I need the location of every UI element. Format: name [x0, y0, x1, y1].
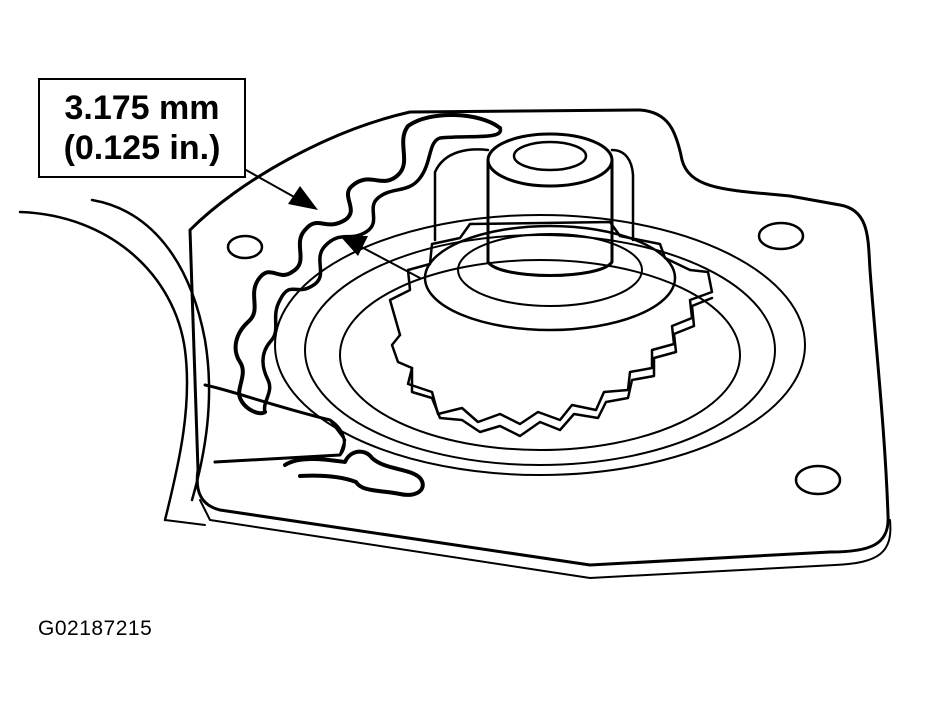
callout-metric: 3.175 mm — [64, 89, 220, 127]
seal-ring-inner — [339, 259, 741, 451]
dimension-callout: 3.175 mm (0.125 in.) — [38, 78, 246, 178]
gear-front-face — [390, 268, 714, 426]
cover-plate-left-edge — [164, 519, 206, 526]
shaft-body — [486, 158, 614, 277]
arrow-icon — [340, 236, 368, 256]
arrow-icon — [288, 186, 318, 210]
gear-back-teeth — [388, 220, 692, 337]
gear-hub-ring-inner — [457, 233, 643, 307]
sealant-bead-outer — [233, 112, 502, 416]
seal-ring-middle — [304, 234, 776, 466]
sealant-bead-inner — [261, 126, 502, 414]
sealant-applicator-tip — [328, 418, 347, 457]
bolt-hole-right-bottom — [794, 464, 842, 496]
leader-line-upper — [245, 169, 297, 199]
cover-plate-outline — [188, 108, 890, 567]
bolt-hole-left — [226, 234, 264, 260]
sealant-applicator — [203, 383, 346, 464]
housing-bore-inner — [18, 210, 189, 522]
sealant-bead-tail — [283, 449, 425, 497]
bolt-hole-right-top — [757, 221, 805, 251]
gear-bottom-face — [410, 296, 714, 438]
callout-imperial: (0.125 in.) — [63, 129, 221, 167]
gear-icon — [388, 220, 714, 438]
figure-id: G02187215 — [38, 617, 153, 640]
gear-hub-ring-outer — [423, 224, 677, 332]
leader-line-lower — [351, 241, 421, 279]
shaft-collar — [433, 148, 635, 242]
housing-bore-outer — [90, 198, 211, 502]
cover-plate-edge — [199, 499, 892, 579]
seal-ring-outer — [274, 214, 806, 476]
pump-shaft — [433, 132, 635, 277]
shaft-top — [486, 132, 614, 188]
shaft-bore — [512, 140, 588, 172]
